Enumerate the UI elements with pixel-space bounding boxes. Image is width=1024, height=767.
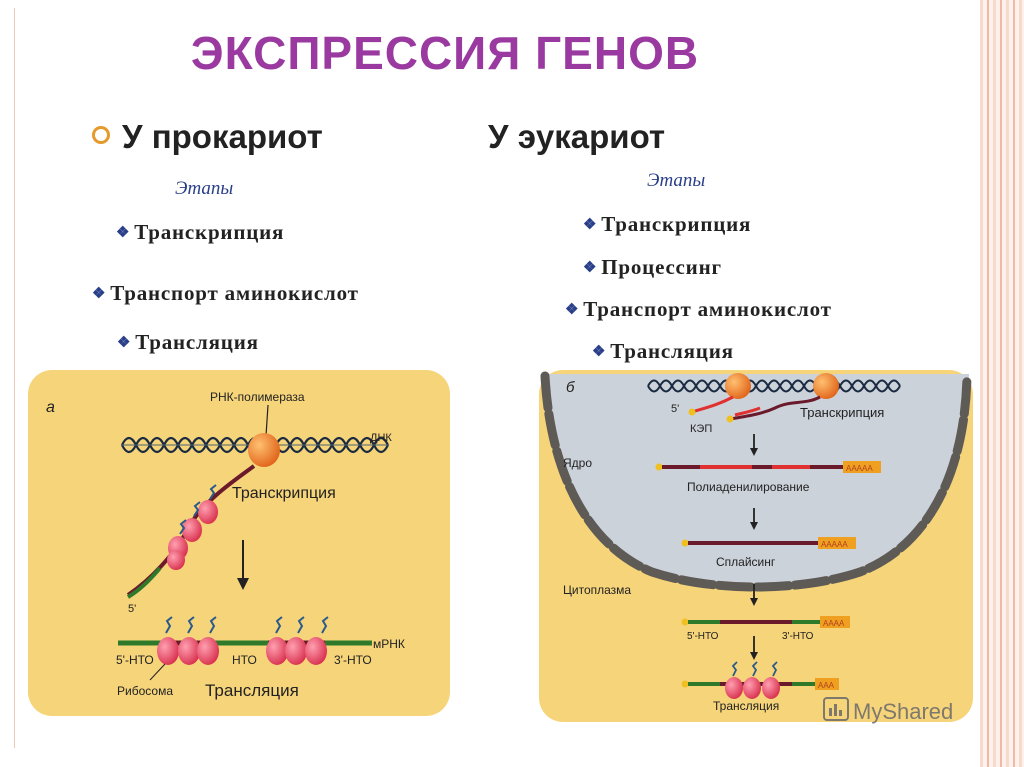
nucleus xyxy=(543,374,969,587)
dna-label: ДНК xyxy=(370,432,392,444)
diamond-bullet-icon: ❖ xyxy=(592,344,607,360)
prokaryote-step-2: ❖Транспорт аминокислот xyxy=(92,281,359,305)
cap-dot xyxy=(726,415,734,423)
slide-title: ЭКСПРЕССИЯ ГЕНОВ xyxy=(190,27,700,79)
polymerase-pointer xyxy=(265,404,269,437)
ribosome-pointer xyxy=(149,663,166,681)
diamond-bullet-icon: ❖ xyxy=(583,217,598,233)
prokaryote-step-3: ❖Трансляция xyxy=(117,330,259,354)
diamond-bullet-icon: ❖ xyxy=(116,225,131,241)
three-ntr-label: 3'-НТО xyxy=(334,653,372,667)
translating-mrna xyxy=(681,661,839,699)
frame-line xyxy=(14,8,15,748)
ribosome-label: Рибосома xyxy=(117,684,173,698)
cytoplasmic-mrna xyxy=(681,616,850,628)
prokaryote-heading: У прокариот xyxy=(92,118,323,156)
diamond-bullet-icon: ❖ xyxy=(565,302,580,318)
prokaryote-panel xyxy=(28,370,450,716)
rna-polymerase-2 xyxy=(813,373,839,399)
poly-a-tail: AAA xyxy=(818,681,835,690)
eukaryote-heading: У эукариот xyxy=(488,118,666,155)
poly-a-tail: AAAAA xyxy=(846,464,873,473)
five-ntr-label: 5'-НТО xyxy=(687,631,719,642)
translation-label: Трансляция xyxy=(205,681,299,700)
five-prime-label: 5' xyxy=(671,403,679,415)
spliced-mrna xyxy=(681,537,856,549)
mrna-label: мРНК xyxy=(373,637,405,651)
prokaryote-figure: а ДНК РНК-полимераза 5' Транскрипция xyxy=(28,370,450,716)
nucleus-label: Ядро xyxy=(563,456,592,470)
panel-letter-b: б xyxy=(566,379,575,396)
panel-letter-a: а xyxy=(46,399,55,416)
watermark: MyShared xyxy=(823,697,953,724)
eukaryote-step-4: ❖Трансляция xyxy=(592,339,734,363)
diamond-bullet-icon: ❖ xyxy=(583,260,598,276)
polyadenylation-label: Полиаденилирование xyxy=(687,480,810,494)
eukaryote-dna-helix xyxy=(647,379,901,393)
poly-a-tail: AAAAA xyxy=(821,540,848,549)
eukaryote-figure: б 5' КЭП Транскрипция Ядро xyxy=(539,370,973,722)
arrow-head-icon xyxy=(237,578,249,590)
nuclear-envelope xyxy=(540,371,972,592)
prokaryote-heading-text: У прокариот xyxy=(122,118,323,155)
transcription-label: Транскрипция xyxy=(800,405,884,420)
poly-a-tail: AAAA xyxy=(823,619,845,628)
watermark-text: MyShared xyxy=(853,699,953,724)
translation-label: Трансляция xyxy=(713,699,779,713)
presentation-icon xyxy=(823,697,849,721)
eukaryote-step-1: ❖Транскрипция xyxy=(583,212,752,236)
eukaryote-step-3: ❖Транспорт аминокислот xyxy=(565,297,832,321)
diamond-bullet-icon: ❖ xyxy=(117,335,132,351)
ribosomes-on-mrna xyxy=(157,616,329,665)
cap-label: КЭП xyxy=(690,423,712,435)
nascent-mrna-5end xyxy=(126,566,162,599)
polymerase-label: РНК-полимераза xyxy=(210,390,305,404)
cytoplasm-label: Цитоплазма xyxy=(563,583,631,597)
pre-mrna xyxy=(655,461,881,473)
splicing-label: Сплайсинг xyxy=(716,555,776,569)
arrows xyxy=(750,434,758,660)
ntr-label: НТО xyxy=(232,653,257,667)
nascent-rna-2 xyxy=(729,395,821,421)
decorative-border xyxy=(980,0,1024,767)
ring-bullet-icon xyxy=(92,126,110,145)
cap-dot xyxy=(688,408,696,416)
transcription-label: Транскрипция xyxy=(232,485,336,502)
three-ntr-label: 3'-НТО xyxy=(782,631,814,642)
eukaryote-step-2: ❖Процессинг xyxy=(583,255,722,279)
diamond-bullet-icon: ❖ xyxy=(92,286,107,302)
prokaryote-stages-label: Этапы xyxy=(175,178,234,199)
rna-polymerase-1 xyxy=(725,373,751,399)
five-prime-label: 5' xyxy=(128,603,136,615)
ribosomes-on-nascent xyxy=(167,484,218,570)
eukaryote-stages-label: Этапы xyxy=(647,170,706,191)
rna-polymerase xyxy=(248,433,280,467)
prokaryote-step-1: ❖Транскрипция xyxy=(116,220,285,244)
five-ntr-label: 5'-НТО xyxy=(116,653,154,667)
